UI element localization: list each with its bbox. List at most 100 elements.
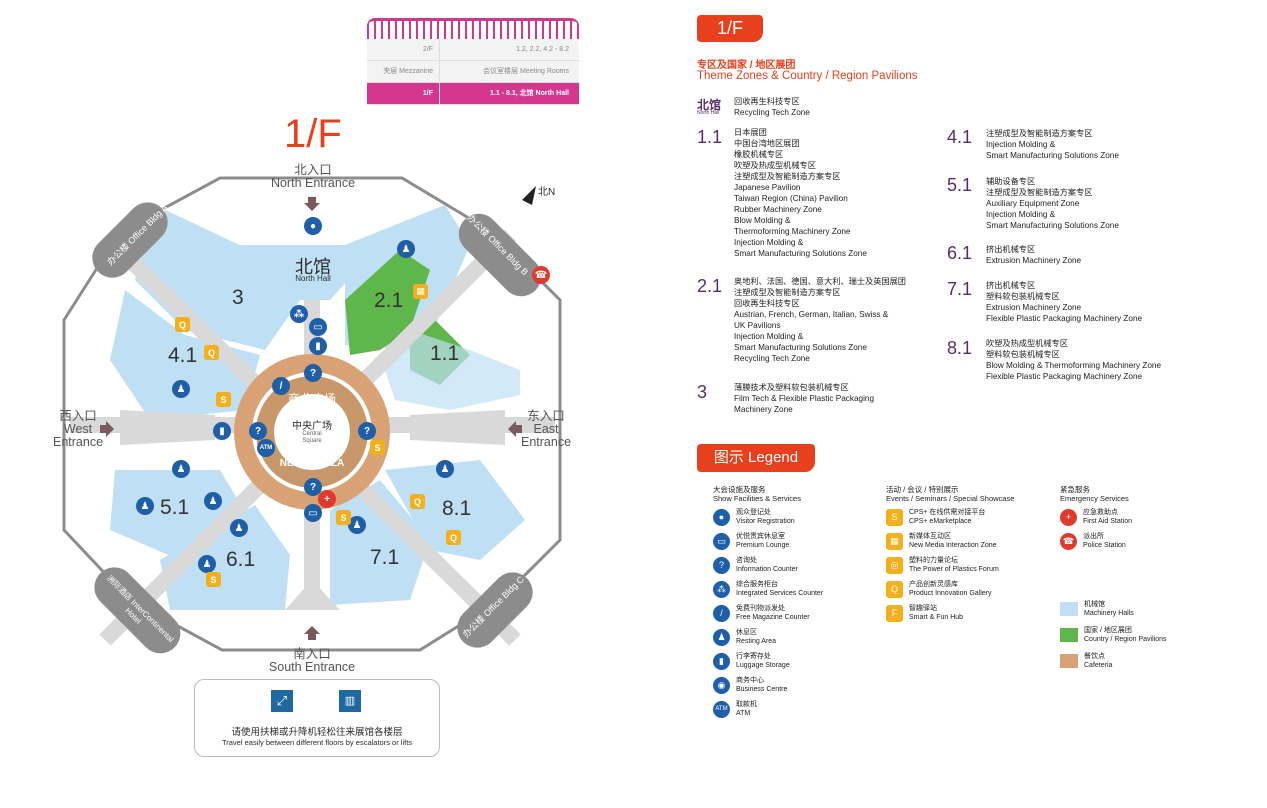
- travel-en: Travel easily between different floors b…: [221, 738, 413, 747]
- cps-icon[interactable]: S: [336, 510, 351, 525]
- north-entrance-cn: 北入口: [294, 163, 332, 177]
- zone-north-num-en: North Hall: [697, 110, 720, 116]
- hall-8-1-label[interactable]: 8.1: [442, 497, 472, 520]
- premium-lounge-icon: ▭: [713, 532, 730, 550]
- west-entrance: 西入口 West Entrance: [48, 410, 108, 449]
- legend-item: ♟休息区 Resting Area: [713, 625, 873, 649]
- legend-item: ☎派出所 Police Station: [1060, 529, 1210, 553]
- resting-area-icon[interactable]: ♟: [172, 460, 190, 478]
- hall-5-1-label[interactable]: 5.1: [160, 496, 190, 519]
- luggage-icon[interactable]: ▮: [213, 422, 231, 440]
- office-bldg-b-shape: [458, 213, 542, 297]
- resting-area-icon[interactable]: ♟: [198, 555, 216, 573]
- zone-1-1-num: 1.1: [697, 127, 723, 147]
- compass-label: 北N: [538, 187, 556, 198]
- luggage-icon: ▮: [713, 652, 730, 670]
- information-icon[interactable]: ?: [249, 422, 267, 440]
- office-bldg-c-shape: [457, 572, 533, 648]
- legend-label: 应急救助点 First Aid Station: [1083, 509, 1133, 525]
- hall-2-1-label[interactable]: 2.1: [374, 289, 404, 312]
- first-aid-icon[interactable]: +: [318, 490, 336, 508]
- innovation-gallery-icon[interactable]: Q: [175, 317, 190, 332]
- floor-selector: 2/F 1.2, 2.2, 4.2 - 8.2 夹层 Mezzanine 会议室…: [367, 18, 579, 105]
- hall-1-1-area: [380, 330, 520, 410]
- first-aid-icon: +: [1060, 508, 1077, 526]
- hall-6-1: [160, 505, 290, 610]
- premium-lounge-icon[interactable]: ▭: [304, 504, 322, 522]
- resting-area-icon[interactable]: ♟: [136, 497, 154, 515]
- legend-col3-head: 紧急服务 Emergency Services: [1060, 485, 1129, 503]
- magazine-icon[interactable]: /: [272, 377, 290, 395]
- north-entrance-en: North Entrance: [270, 176, 356, 190]
- visitor-registration-icon: ●: [713, 508, 730, 526]
- innovation-gallery-icon[interactable]: Q: [204, 345, 219, 360]
- zone-5-1-num: 5.1: [947, 175, 973, 195]
- legend-item: ◉商务中心 Business Centre: [713, 673, 873, 697]
- luggage-icon[interactable]: ▮: [309, 337, 327, 355]
- floor-row-mezzanine[interactable]: 夹层 Mezzanine 会议室楼层 Meeting Rooms: [367, 61, 579, 83]
- premium-lounge-icon[interactable]: ▭: [309, 318, 327, 336]
- escalator-info-box: ⤢ ▥ 请使用扶梯或升降机轻松往来展馆各楼层 Travel easily bet…: [194, 679, 440, 757]
- resting-area-icon[interactable]: ♟: [436, 460, 454, 478]
- floor-desc: 会议室楼层 Meeting Rooms: [483, 68, 569, 75]
- zone-2-1-text: 奥地利、法国、德国、意大利、瑞士及英国展团 注塑成型及智能制造方案专区 回收再生…: [734, 277, 906, 363]
- plaza-label-en: NECC PLAZA: [279, 458, 345, 469]
- resting-area-icon[interactable]: ♟: [397, 240, 415, 258]
- information-icon: ?: [713, 556, 730, 574]
- hall-7-1: [330, 480, 430, 605]
- east-entrance-cn: 东入口: [527, 409, 565, 423]
- innovation-gallery-icon: Q: [886, 580, 903, 598]
- hall-7-1-label[interactable]: 7.1: [370, 546, 400, 569]
- travel-cn: 请使用扶梯或升降机轻松往来展馆各楼层: [231, 727, 403, 738]
- cps-icon[interactable]: S: [206, 572, 221, 587]
- zone-5-1-text: 辅助设备专区 注塑成型及智能制造方案专区 Auxiliary Equipment…: [986, 177, 1119, 230]
- new-media-icon[interactable]: ▦: [413, 284, 428, 299]
- zone-4-1-num: 4.1: [947, 127, 973, 147]
- legend-item: ▭优悦贵宾休息室 Premium Lounge: [713, 529, 873, 553]
- legend-col3: + 应急救助点 First Aid Station ☎派出所 Police Sta…: [1060, 505, 1210, 553]
- resting-area-icon[interactable]: ♟: [348, 516, 366, 534]
- visitor-registration-icon[interactable]: ●: [304, 217, 322, 235]
- legend-item: ● 观众登记处 Visitor Registration: [713, 505, 873, 529]
- hall-4-1-label[interactable]: 4.1: [168, 344, 198, 367]
- information-icon[interactable]: ?: [358, 422, 376, 440]
- magazine-icon: /: [713, 604, 730, 622]
- information-icon[interactable]: ?: [304, 478, 322, 496]
- legend-label: 行李寄存处 Luggage Storage: [736, 653, 790, 669]
- legend-swatch-item: 国家 / 地区展团 Country / Region Pavilions: [1060, 622, 1210, 648]
- legend-item: ◎塑料的力量论坛 The Power of Plastics Forum: [886, 553, 1046, 577]
- hall-6-1-label[interactable]: 6.1: [226, 548, 256, 571]
- zone-6-1-text: 挤出机械专区 Extrusion Machinery Zone: [986, 245, 1082, 265]
- legend-label: 咨询处 Information Counter: [736, 557, 798, 573]
- west-entrance-en2: Entrance: [52, 435, 104, 449]
- floor-map: [62, 176, 562, 654]
- hall-3-label[interactable]: 3: [232, 286, 244, 309]
- police-icon[interactable]: ☎: [532, 266, 550, 284]
- cps-icon[interactable]: S: [216, 392, 231, 407]
- zone-7-1-text: 挤出机械专区 塑料软包装机械专区 Extrusion Machinery Zon…: [986, 281, 1143, 323]
- hall-1-1-label[interactable]: 1.1: [430, 342, 460, 365]
- legend-label: 观众登记处 Visitor Registration: [736, 509, 795, 525]
- resting-area-icon[interactable]: ♟: [204, 492, 222, 510]
- zone-3-num: 3: [697, 382, 708, 402]
- hotel-shape: [94, 567, 181, 654]
- floor-row-2f[interactable]: 2/F 1.2, 2.2, 4.2 - 8.2: [367, 39, 579, 61]
- integrated-services-icon[interactable]: ⁂: [290, 305, 308, 323]
- innovation-gallery-icon[interactable]: Q: [446, 530, 461, 545]
- south-entrance: 南入口 South Entrance: [262, 648, 362, 674]
- floor-row-1f[interactable]: 1/F 1.1 - 8.1, 北馆 North Hall: [367, 83, 579, 105]
- cps-icon[interactable]: S: [370, 440, 385, 455]
- zones-title-en: Theme Zones & Country / Region Pavilions: [697, 70, 918, 82]
- resting-area-icon[interactable]: ♟: [172, 380, 190, 398]
- innovation-gallery-icon[interactable]: Q: [410, 494, 425, 509]
- floor-desc: 1.1 - 8.1, 北馆 North Hall: [490, 90, 569, 97]
- resting-area-icon[interactable]: ♟: [230, 519, 248, 537]
- hall-4-1: [110, 290, 260, 420]
- machinery-halls-swatch: [1060, 602, 1078, 616]
- information-icon[interactable]: ?: [304, 364, 322, 382]
- office-bldg-a-shape: [92, 202, 168, 278]
- zone-2-1-num: 2.1: [697, 276, 723, 296]
- atm-icon[interactable]: ATM: [257, 439, 275, 457]
